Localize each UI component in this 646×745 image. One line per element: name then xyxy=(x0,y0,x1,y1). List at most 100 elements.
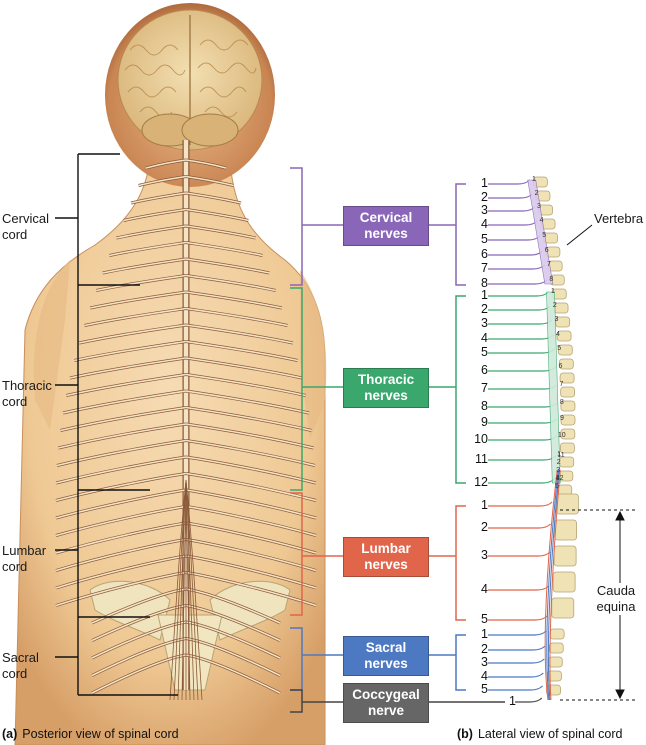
nerve-root xyxy=(60,406,187,432)
thoracic-nerve-number: 2 xyxy=(481,302,488,316)
nerve-root xyxy=(185,192,242,204)
thoracic-segment-number: 5 xyxy=(557,345,562,352)
thoracic-segment-number: 7 xyxy=(559,381,564,388)
nerve-root xyxy=(62,390,187,414)
cauda-equina-fiber xyxy=(547,469,560,701)
lateral-spine xyxy=(488,176,579,703)
nerve-line xyxy=(488,455,557,461)
nerve-root xyxy=(185,637,281,677)
nerve-line xyxy=(488,658,545,664)
nerve-root xyxy=(91,621,187,659)
nerve-root xyxy=(185,175,234,187)
nerve-root xyxy=(185,390,310,414)
nerve-line xyxy=(488,305,551,311)
nerve-root xyxy=(185,225,256,239)
nerve-root xyxy=(185,604,281,642)
nerve-line xyxy=(488,672,544,678)
nerve-root xyxy=(89,291,187,309)
nerve-line xyxy=(488,435,558,441)
thoracic-nerve-number: 5 xyxy=(481,345,488,359)
thoracic-segment-number: 3 xyxy=(554,316,559,323)
thoracic-segment-number: 9 xyxy=(560,415,564,422)
nerve-root xyxy=(55,505,187,537)
caption-posterior: (a)Posterior view of spinal cord xyxy=(2,727,179,741)
thoracic-nerve-number: 8 xyxy=(481,399,488,413)
cervical-nerve-number: 3 xyxy=(481,203,488,217)
cauda-strand xyxy=(181,479,187,701)
cauda-strand xyxy=(185,479,199,701)
nerve-line xyxy=(488,418,558,424)
region-bracket-right xyxy=(427,634,466,691)
lumbar-segment-number: 2 xyxy=(556,459,561,466)
lumbar-segment-number: 5 xyxy=(555,483,559,490)
thoracic-segment-number: 11 xyxy=(557,452,565,459)
nerve-root xyxy=(185,472,317,502)
nerve-root xyxy=(130,192,187,204)
vertebra-body xyxy=(558,358,574,370)
nerve-line xyxy=(488,645,546,651)
region-bracket xyxy=(290,689,343,713)
cervical-nerve-number: 5 xyxy=(481,232,488,246)
sacral-nerve-number: 1 xyxy=(481,627,488,641)
vertebra-body xyxy=(559,372,575,384)
cauda-equina-fiber xyxy=(549,469,561,701)
nerve-line xyxy=(488,291,549,297)
sacral-nerve-number: 5 xyxy=(481,682,488,696)
nerve-root xyxy=(55,472,187,502)
nerve-line xyxy=(488,206,536,212)
nerve-root xyxy=(185,208,249,222)
cervical-segment-number: 6 xyxy=(544,247,549,254)
thoracic-nerve-number: 10 xyxy=(474,432,488,446)
vertebra-body xyxy=(557,344,573,356)
sacral-nerve-number: 4 xyxy=(481,669,488,683)
nerve-root xyxy=(84,307,187,327)
lumbar-nerve-number: 3 xyxy=(481,548,488,562)
thoracic-nerve-number: 11 xyxy=(475,452,488,466)
nerve-line xyxy=(488,179,531,185)
sacral-nerve-number: 3 xyxy=(481,655,488,669)
vertebra-body xyxy=(548,642,564,654)
vertebra-body xyxy=(553,545,577,567)
region-bracket-right xyxy=(427,505,466,621)
nerve-line xyxy=(488,585,550,591)
nerve-root xyxy=(78,324,187,344)
nerve-root xyxy=(185,241,263,257)
region-bracket xyxy=(290,287,343,491)
thoracic-segment-number: 10 xyxy=(557,432,566,439)
thoracic-nerve-number: 3 xyxy=(481,316,488,330)
cervical-nerve-number: 4 xyxy=(481,217,488,231)
cauda-strand xyxy=(185,479,191,701)
cervical-nerve-number: 6 xyxy=(481,247,488,261)
cauda-equina-fiber xyxy=(544,469,558,701)
cervical-segment-number: 1 xyxy=(532,176,536,183)
nerve-root xyxy=(185,505,317,537)
nerve-line xyxy=(488,523,552,529)
cauda-strand xyxy=(177,479,187,701)
nerve-root xyxy=(185,439,316,467)
nerve-root xyxy=(185,522,317,554)
nerve-line xyxy=(488,501,553,507)
nerve-root xyxy=(185,456,317,484)
cervical-segment-number: 5 xyxy=(542,232,547,239)
nerve-line xyxy=(488,348,555,354)
thoracic-nerve-number: 7 xyxy=(481,381,488,395)
nerve-root xyxy=(185,324,294,344)
coccygeal-nerve-number: 1 xyxy=(509,694,516,708)
head xyxy=(105,3,275,187)
region-bracket xyxy=(290,167,343,286)
region-bracket-right xyxy=(427,295,466,484)
lumbar-nerve-number: 1 xyxy=(481,498,488,512)
nerve-line xyxy=(488,384,557,390)
nerve-root xyxy=(69,357,187,379)
thoracic-nerve-number: 1 xyxy=(481,288,488,302)
nerve-root xyxy=(55,555,187,589)
region-bracket-right xyxy=(427,183,466,286)
left-brackets xyxy=(55,153,178,696)
nerve-root xyxy=(55,522,187,554)
cervical-nerve-number: 8 xyxy=(481,276,488,290)
nerve-root xyxy=(185,555,317,589)
vertebra-body xyxy=(560,386,576,398)
